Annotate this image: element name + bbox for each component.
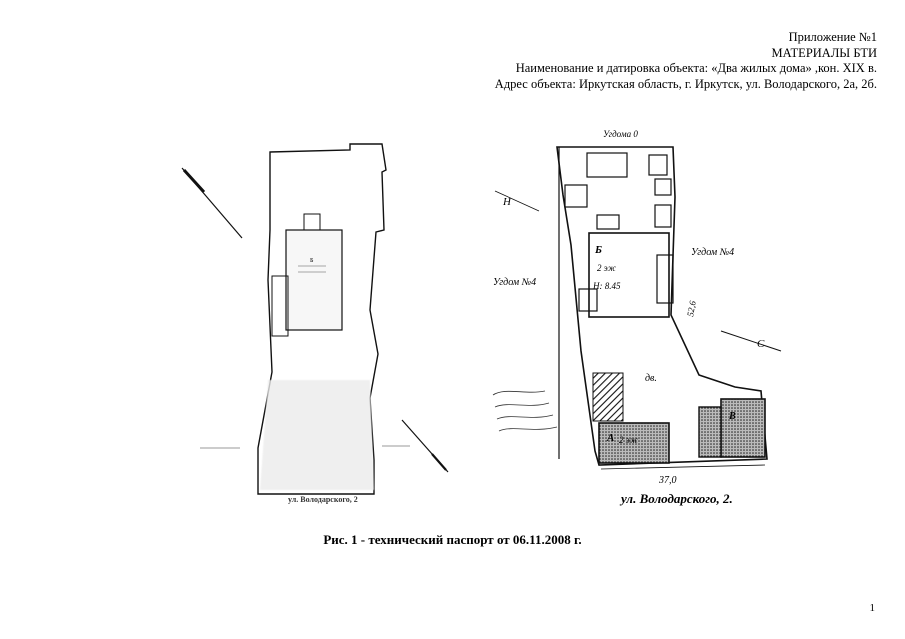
building-a-letter: А xyxy=(606,432,614,444)
appendix-label: Приложение №1 xyxy=(788,30,877,44)
outbuildings xyxy=(564,152,674,312)
building-b-floors: 2 эж xyxy=(597,263,616,273)
south-label: С xyxy=(757,338,765,350)
front-dimension: 37,0 xyxy=(658,475,677,486)
north-arrow-icon xyxy=(181,167,243,239)
hatched-structure xyxy=(592,372,624,422)
building-b: Б 2 эж H: 8.45 xyxy=(588,232,670,318)
left-site-plan: Б ул. Володарского, 2 xyxy=(181,143,449,504)
site-boundary xyxy=(257,143,387,495)
right-neighbor-label: Угдом №4 xyxy=(691,247,734,258)
left-neighbor-label: Угдом №4 xyxy=(493,277,536,288)
section-title: МАТЕРИАЛЫ БТИ xyxy=(771,45,878,60)
building-v: В xyxy=(698,398,766,458)
left-street-label: ул. Володарского, 2 xyxy=(288,495,358,504)
side-dimension: 52,6 xyxy=(685,300,698,318)
document-header: Приложение №1 МАТЕРИАЛЫ БТИ Наименование… xyxy=(495,30,877,92)
building-b-height: H: 8.45 xyxy=(592,281,621,291)
object-name-line: Наименование и датировка объекта: «Два ж… xyxy=(515,61,877,75)
building-a-floors: 2 эж xyxy=(619,435,638,445)
top-neighbor-label: Угдома 0 xyxy=(603,129,638,139)
figure-caption: Рис. 1 - технический паспорт от 06.11.20… xyxy=(323,532,582,547)
building-a: А 2 эж xyxy=(598,422,670,464)
yard-label: дв. xyxy=(645,373,657,384)
building-label: Б xyxy=(310,258,314,264)
page-number: 1 xyxy=(869,602,876,614)
right-site-plan: Угдома 0 Б 2 эж H: 8.45 дв. А 2 эж В Угд… xyxy=(492,129,782,506)
building-b-letter: Б xyxy=(594,244,602,256)
north-label: Н xyxy=(502,196,512,208)
object-address-line: Адрес объекта: Иркутская область, г. Ирк… xyxy=(494,76,877,91)
right-street-label: ул. Володарского, 2. xyxy=(619,491,733,506)
south-arrow-icon xyxy=(401,419,449,473)
building-v-letter: В xyxy=(728,411,736,422)
south-arrow-icon: С xyxy=(720,330,782,352)
building-outline: Б xyxy=(271,213,343,337)
